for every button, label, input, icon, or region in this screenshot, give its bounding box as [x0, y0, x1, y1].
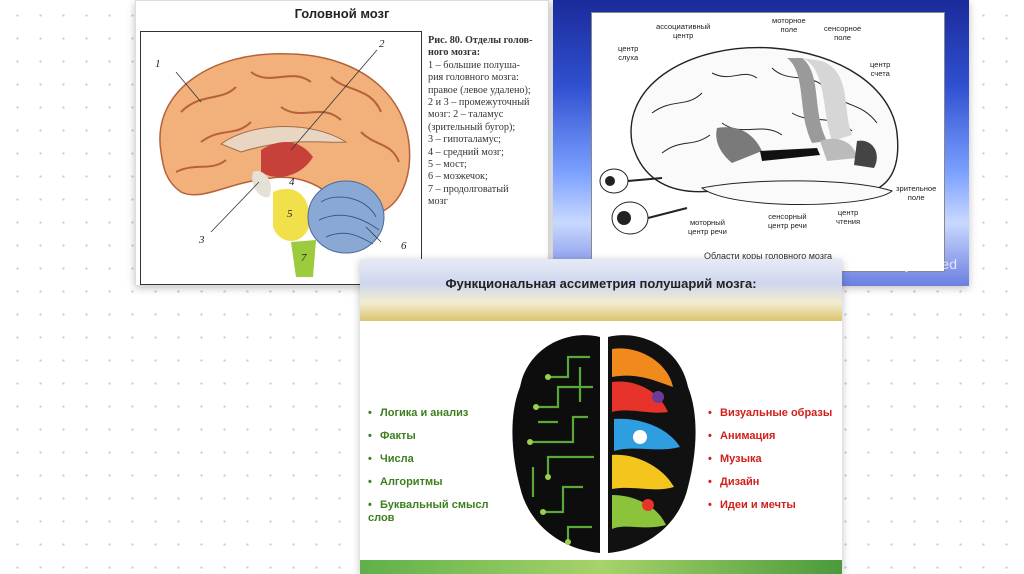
- caption-line: 2 и 3 – промежуточный: [428, 97, 546, 109]
- label-sensor-speech: сенсорный центр речи: [768, 213, 807, 230]
- bullet-icon: •: [368, 407, 380, 420]
- bullet-icon: •: [708, 453, 720, 466]
- bullet-icon: •: [708, 407, 720, 420]
- label-motor-field: моторное поле: [772, 17, 806, 34]
- list-item-label: Визуальные образы: [720, 407, 832, 419]
- cortex-figure: ассоциативный центр моторное поле сенсор…: [591, 12, 945, 272]
- right-hemisphere-list: •Визуальные образы •Анимация •Музыка •Ди…: [708, 407, 832, 522]
- caption-line: мозг: 2 – таламус: [428, 109, 546, 121]
- cortex-areas-panel: ассоциативный центр моторное поле сенсор…: [553, 0, 969, 286]
- list-item-label: Логика и анализ: [380, 407, 468, 419]
- list-item: •Алгоритмы: [368, 476, 488, 489]
- bullet-icon: •: [368, 499, 380, 512]
- list-item: •Числа: [368, 453, 488, 466]
- label-hearing-center: центр слуха: [618, 45, 638, 62]
- list-item-label: Идеи и мечты: [720, 499, 796, 511]
- caption-line: правое (левое удалено);: [428, 85, 546, 97]
- brain-sagittal-figure: 1 2 3 4 5 6 7: [140, 31, 422, 285]
- label-sensor-field: сенсорное поле: [824, 25, 861, 42]
- label-7: 7: [301, 252, 307, 264]
- list-item-label: Буквальный смысл слов: [368, 499, 488, 524]
- list-item: •Факты: [368, 430, 488, 443]
- banner: Функциональная ассиметрия полушарий мозг…: [360, 259, 842, 321]
- caption-line: ного мозга:: [428, 47, 546, 59]
- list-item-label: Музыка: [720, 453, 762, 465]
- left-hemisphere-list: •Логика и анализ •Факты •Числа •Алгоритм…: [368, 407, 488, 535]
- label-2: 2: [379, 38, 385, 50]
- watermark-logo: ▣ MyShared: [876, 256, 957, 273]
- brain-illustration: [141, 32, 421, 284]
- bullet-icon: •: [368, 476, 380, 489]
- watermark-icon: ▣: [876, 256, 889, 272]
- label-counting-center: центр счета: [870, 61, 890, 78]
- label-3: 3: [199, 234, 205, 246]
- label-1: 1: [155, 58, 161, 70]
- list-item: •Визуальные образы: [708, 407, 832, 420]
- hemisphere-asymmetry-panel: Функциональная ассиметрия полушарий мозг…: [360, 259, 842, 574]
- panel3-title: Функциональная ассиметрия полушарий мозг…: [360, 276, 842, 291]
- watermark-text: MyShared: [893, 256, 957, 272]
- label-reading-center: центр чтения: [836, 209, 860, 226]
- bullet-icon: •: [708, 499, 720, 512]
- grass-strip: [360, 560, 842, 574]
- list-item: •Идеи и мечты: [708, 499, 832, 512]
- caption-line: мозг: [428, 196, 546, 208]
- list-item: •Дизайн: [708, 476, 832, 489]
- caption-line: 4 – средний мозг;: [428, 147, 546, 159]
- label-assoc-center: ассоциативный центр: [656, 23, 710, 40]
- caption-line: Рис. 80. Отделы голов-: [428, 35, 546, 47]
- brain-hemispheres-illustration: [508, 327, 700, 559]
- list-item: •Логика и анализ: [368, 407, 488, 420]
- figure-caption: Рис. 80. Отделы голов- ного мозга: 1 – б…: [428, 35, 546, 209]
- bullet-icon: •: [368, 430, 380, 443]
- bullet-icon: •: [708, 430, 720, 443]
- panel1-title: Головной мозг: [136, 6, 548, 21]
- caption-line: 6 – мозжечок;: [428, 171, 546, 183]
- caption-line: 1 – большие полуша-: [428, 60, 546, 72]
- label-4: 4: [289, 176, 295, 188]
- label-6: 6: [401, 240, 407, 252]
- label-motor-speech: моторный центр речи: [688, 219, 727, 236]
- cortex-illustration: [592, 13, 944, 271]
- brain-sections-panel: Головной мозг 1 2 3 4 5 6 7 Рис. 80. Отд…: [135, 0, 549, 286]
- bullet-icon: •: [708, 476, 720, 489]
- list-item-label: Числа: [380, 453, 414, 465]
- list-item-label: Факты: [380, 430, 416, 442]
- caption-line: 3 – гипоталамус;: [428, 134, 546, 146]
- list-item-label: Дизайн: [720, 476, 759, 488]
- caption-line: 7 – продолговатый: [428, 184, 546, 196]
- list-item: •Музыка: [708, 453, 832, 466]
- bullet-icon: •: [368, 453, 380, 466]
- label-visual-field: зрительное поле: [896, 185, 936, 202]
- list-item: •Анимация: [708, 430, 832, 443]
- caption-line: (зрительный бугор);: [428, 122, 546, 134]
- caption-line: 5 – мост;: [428, 159, 546, 171]
- caption-line: рия головного мозга:: [428, 72, 546, 84]
- label-5: 5: [287, 208, 293, 220]
- list-item-label: Алгоритмы: [380, 476, 443, 488]
- list-item: •Буквальный смысл слов: [368, 499, 488, 525]
- list-item-label: Анимация: [720, 430, 775, 442]
